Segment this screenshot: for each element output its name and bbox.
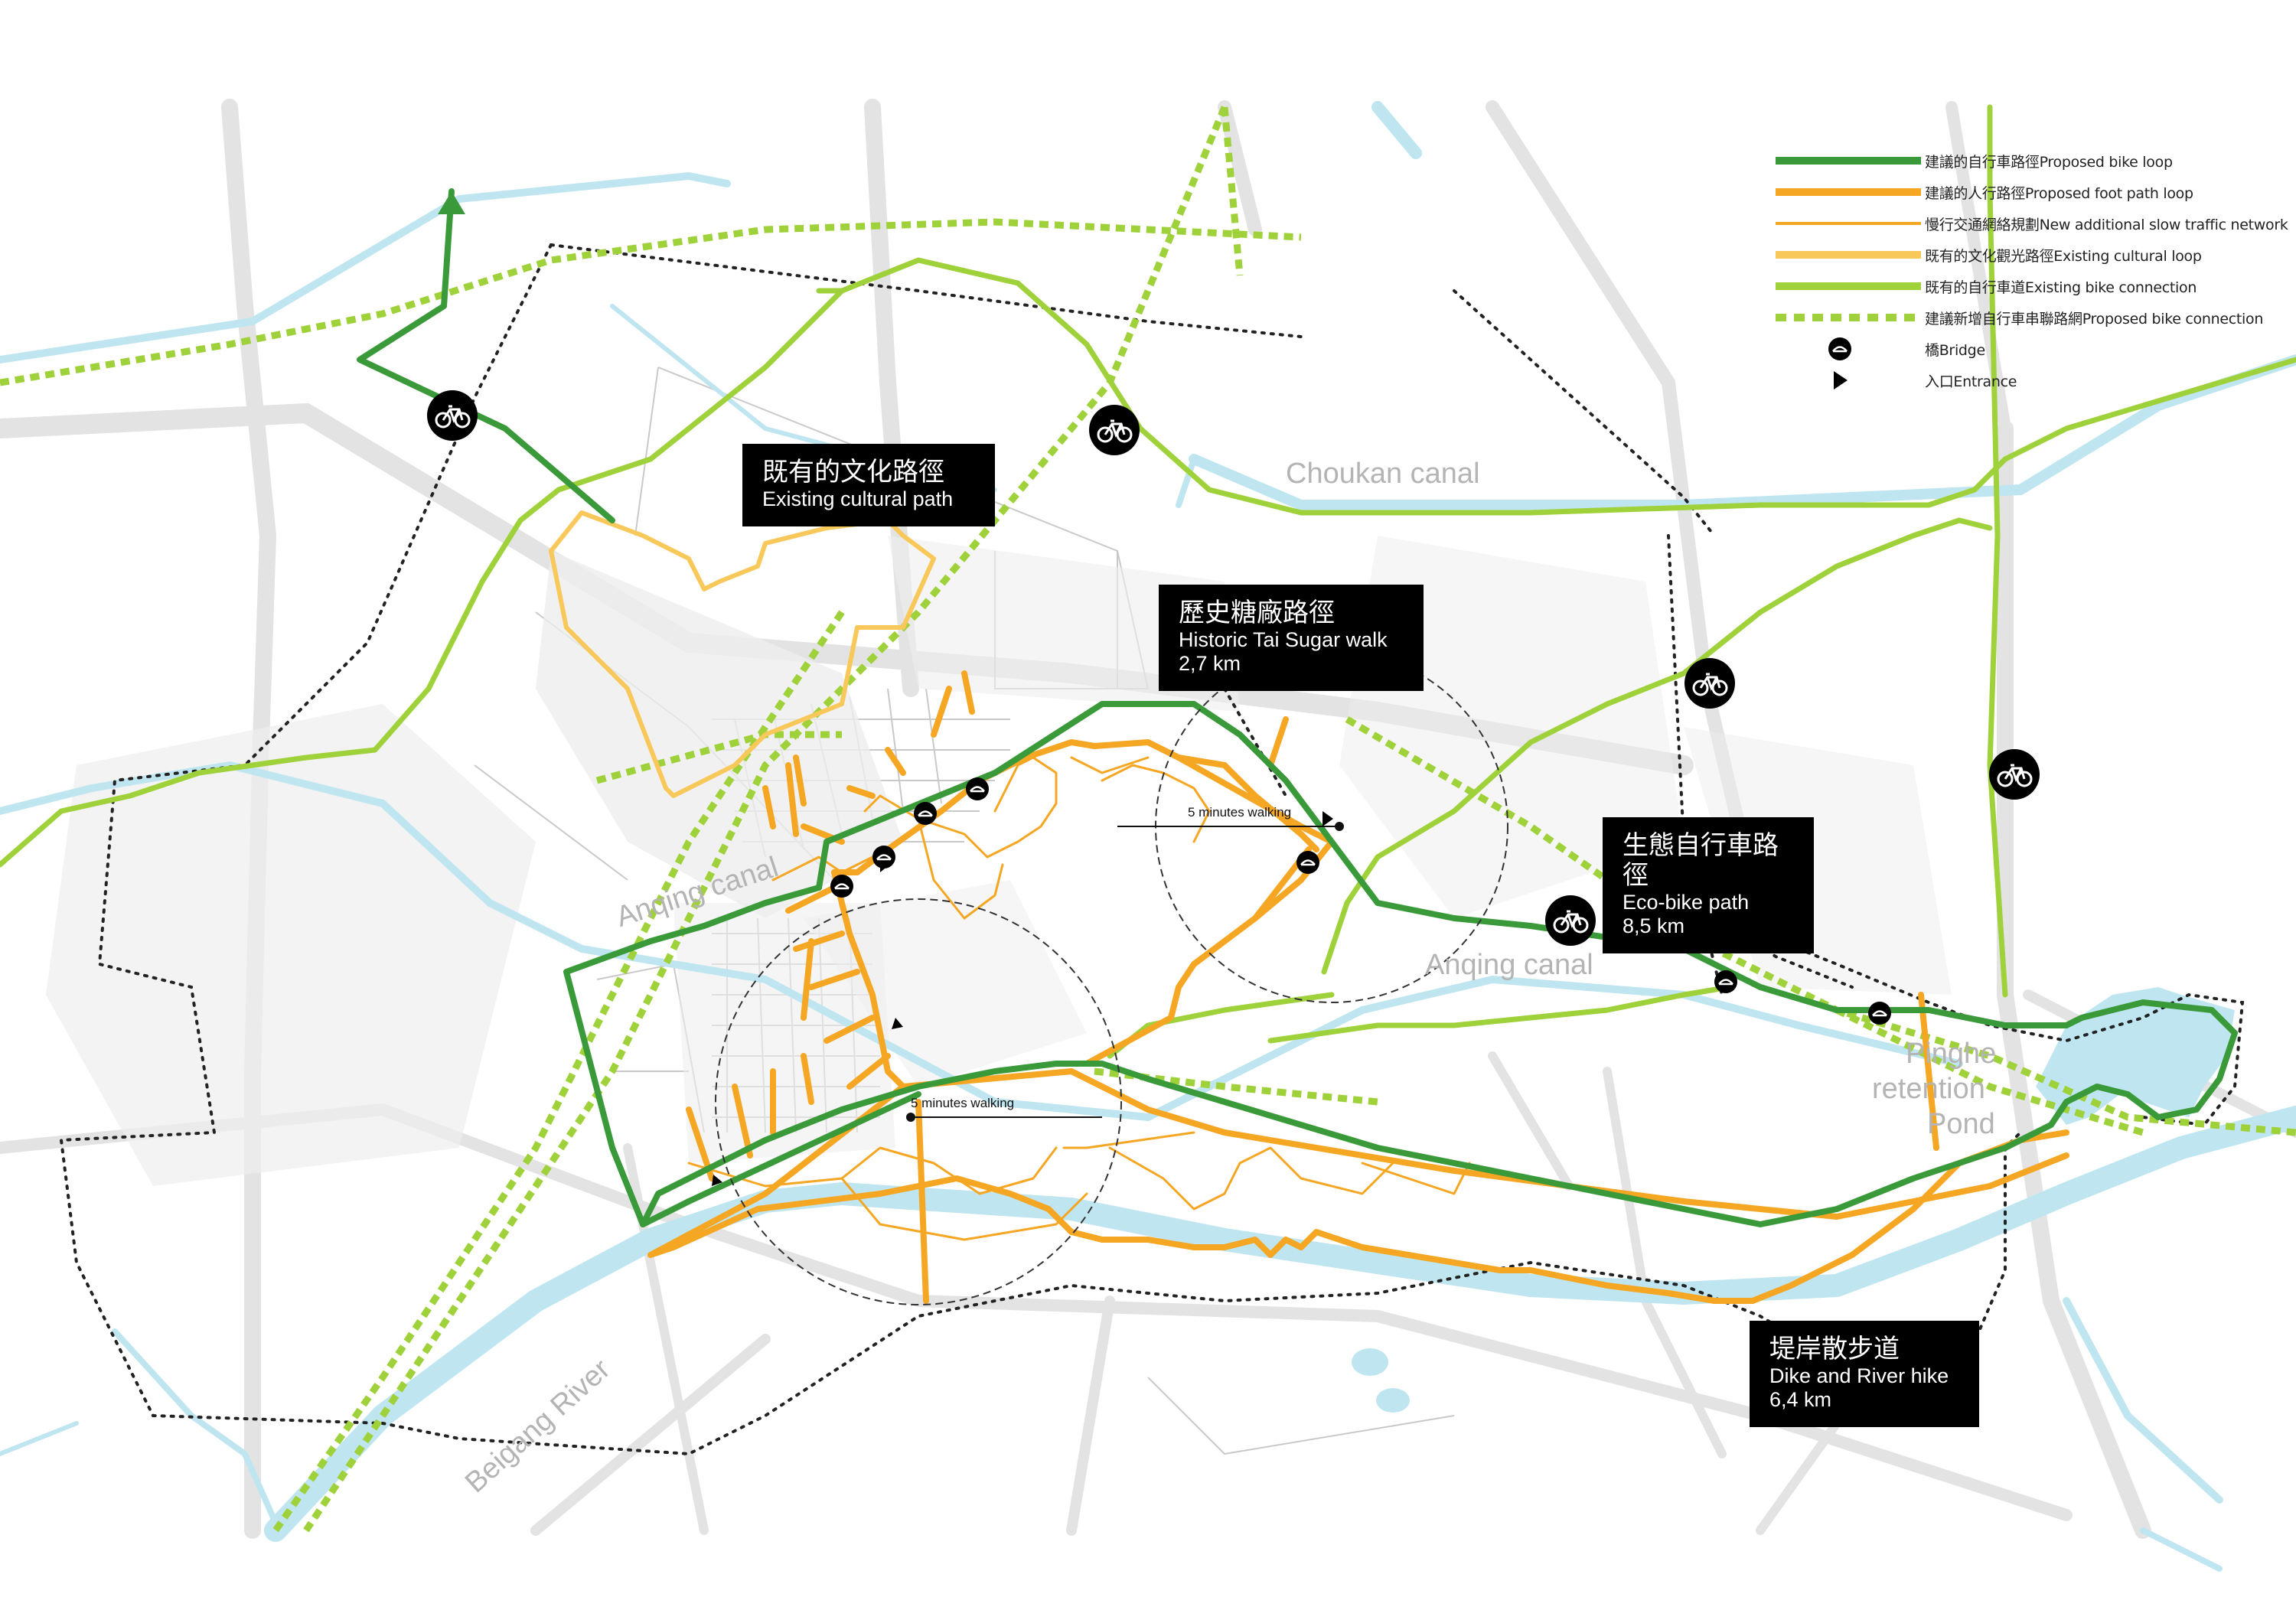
legend-item-bridge: 橋Bridge [1776,334,2296,364]
north-arrow-icon [438,191,465,214]
legend-item-entrance: 入口Entrance [1776,365,2296,396]
pinghe-label-line2: retention [1872,1073,1985,1105]
callout-dike-dist: 6,4 km [1769,1388,1832,1412]
bike-icon [426,389,479,442]
legend-swatch [1776,157,1921,165]
callout-sugar-zh: 歷史糖廠路徑 [1179,598,1335,628]
walking-label-west: 5 minutes walking [911,1096,1015,1110]
legend-swatch [1776,251,1921,259]
legend-swatch [1776,222,1921,225]
legend-swatch [1828,337,1851,360]
legend-swatch [1776,188,1921,196]
legend-swatch [1776,314,1921,321]
legend-item-cultural-loop: 既有的文化觀光路徑Existing cultural loop [1776,240,2296,270]
callout-dike-zh: 堤岸散步道 [1769,1334,1900,1364]
legend-label: 既有的文化觀光路徑Existing cultural loop [1925,248,2202,265]
legend-swatch [1834,371,1848,389]
bridge-icon [912,800,938,826]
legend-item-proposed-foot-path: 建議的人行路徑Proposed foot path loop [1776,177,2296,207]
callout-eco-dist: 8,5 km [1623,914,1685,938]
bike-icon [1088,403,1141,457]
callout-sugar-dist: 2,7 km [1179,652,1241,676]
legend-swatch [1776,282,1921,290]
legend-item-proposed-bike-connection: 建議新增自行車串聯路網Proposed bike connection [1776,302,2296,333]
proposed-bike-loop [357,188,2238,1227]
callout-eco-zh: 生態自行車路徑 [1623,830,1779,891]
legend-item-existing-bike: 既有的自行車道Existing bike connection [1776,271,2296,301]
legend-label: 慢行交通網絡規劃New additional slow traffic netw… [1925,217,2288,233]
walking-label-east: 5 minutes walking [1188,805,1292,820]
waterways [0,101,2296,1572]
callout-cultural-path: 既有的文化路徑 Existing cultural path [742,444,995,527]
bridge-icon [1295,849,1321,875]
bridge-icon [871,844,897,870]
walking-scale-lines [906,822,1344,1122]
bridge-icon [1713,969,1739,995]
bike-icon [1544,894,1597,947]
callout-eco-en: Eco-bike path [1623,891,1750,914]
legend-item-proposed-bike-loop: 建議的自行車路徑Proposed bike loop [1776,145,2296,176]
callout-sugar-en: Historic Tai Sugar walk [1179,628,1388,652]
bridge-icon [964,776,990,802]
callout-cultural-en: Existing cultural path [762,487,954,511]
anqing-canal-label-east: Anqing canal [1425,949,1593,981]
legend-label: 入口Entrance [1925,373,2017,390]
legend-label: 既有的自行車道Existing bike connection [1925,279,2197,296]
callout-eco-bike: 生態自行車路徑 Eco-bike path 8,5 km [1603,817,1814,954]
callout-dike-hike: 堤岸散步道 Dike and River hike 6,4 km [1750,1321,1979,1428]
callout-sugar-walk: 歷史糖廠路徑 Historic Tai Sugar walk 2,7 km [1159,585,1424,692]
proposed-foot-path [647,670,2069,1304]
bike-icon [1988,748,2041,801]
existing-bike-connections [0,104,2296,1059]
legend-label: 建議的人行路徑Proposed foot path loop [1925,185,2193,202]
bridge-icon [829,873,855,899]
bike-icon [1683,657,1737,710]
pinghe-label-line1: Pinghe [1906,1038,1997,1070]
legend-label: 建議的自行車路徑Proposed bike loop [1925,154,2173,171]
callout-dike-en: Dike and River hike [1769,1364,1949,1388]
choukan-canal-label: Choukan canal [1286,458,1480,490]
callout-cultural-zh: 既有的文化路徑 [762,457,944,487]
pinghe-label-line3: Pond [1927,1108,1995,1140]
legend-label: 橋Bridge [1925,342,1985,359]
legend-item-slow-traffic: 慢行交通網絡規劃New additional slow traffic netw… [1776,208,2296,239]
existing-cultural-loop [549,510,936,798]
legend-label: 建議新增自行車串聯路網Proposed bike connection [1925,311,2264,328]
bridge-icon [1867,1000,1893,1026]
